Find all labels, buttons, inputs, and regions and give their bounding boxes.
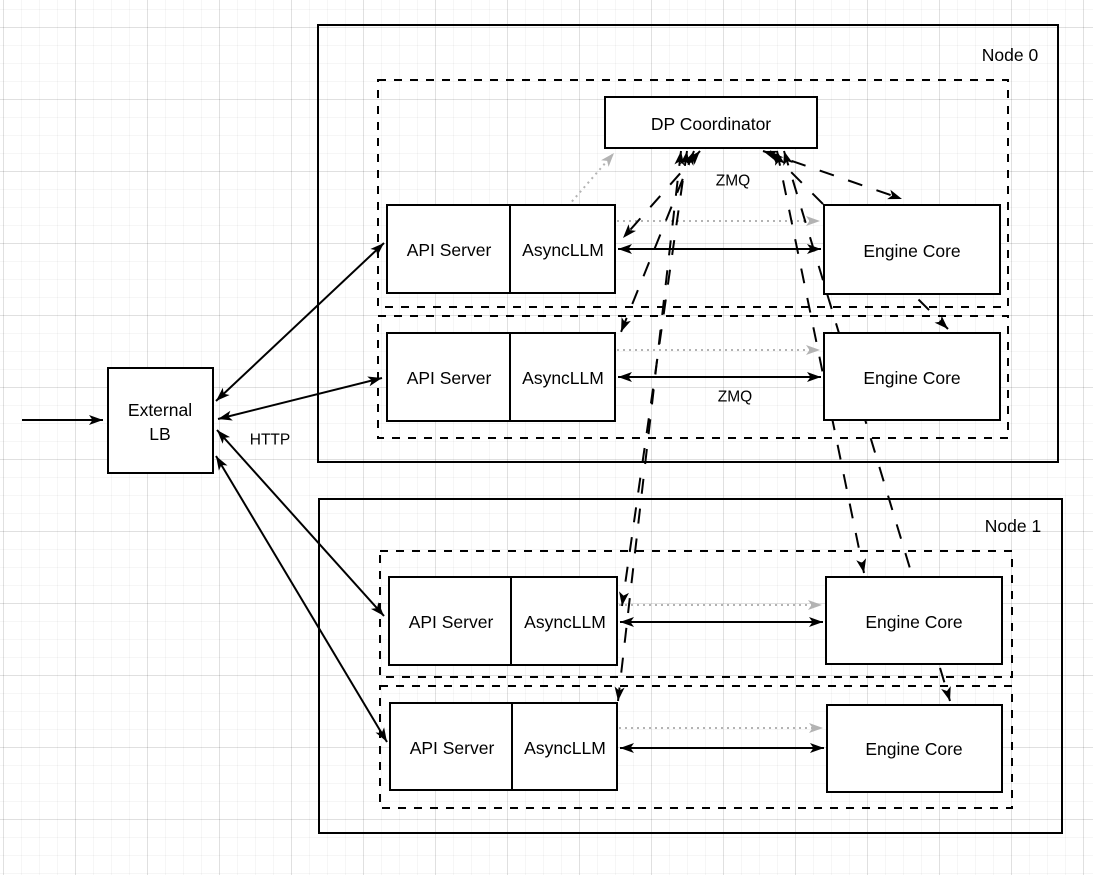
engine-core-box-n0r1	[823, 204, 1001, 295]
external-lb-box	[107, 367, 214, 474]
node0-title: Node 0	[982, 45, 1039, 65]
http-edge-label: HTTP	[250, 432, 290, 449]
asyncllm-label-n1r1: AsyncLLM	[524, 612, 606, 632]
zmq-coordinator-edge-label: ZMQ	[716, 173, 750, 190]
api-server-label-n0r2: API Server	[407, 368, 492, 388]
lb-api-edge-n0r2	[217, 376, 383, 421]
asyncllm-label-n0r2: AsyncLLM	[522, 368, 604, 388]
api-asyncllm-box-n0r1	[386, 204, 616, 294]
engine-core-label-n1r1: Engine Core	[865, 612, 962, 632]
external-lb-label-line1: External	[128, 400, 192, 420]
engine-core-box-n1r1	[825, 576, 1003, 665]
asyncllm-label-n1r2: AsyncLLM	[524, 738, 606, 758]
api-server-label-n0r1: API Server	[407, 240, 492, 260]
asyncllm-label-n0r1: AsyncLLM	[522, 240, 604, 260]
zmq-engine-edge-label: ZMQ	[718, 389, 752, 406]
asyncllm-coordinator-dotted-edge	[567, 152, 615, 207]
dp-coordinator-box	[604, 96, 818, 149]
api-asyncllm-box-n0r2	[386, 332, 616, 422]
coordinator-asyncllm-dashed-edge-n0r2	[620, 150, 695, 333]
api-server-label-n1r1: API Server	[409, 612, 494, 632]
api-asyncllm-box-n1r1	[388, 576, 618, 666]
node1-title: Node 1	[985, 516, 1041, 536]
api-server-label-n1r2: API Server	[410, 738, 495, 758]
engine-core-box-n1r2	[826, 704, 1003, 793]
dp-coordinator-label: DP Coordinator	[651, 114, 771, 134]
engine-core-label-n0r2: Engine Core	[863, 368, 960, 388]
lb-api-edge-n1r1	[216, 429, 385, 617]
coordinator-engine-dashed-edge-n0r1	[762, 150, 903, 200]
engine-core-box-n0r2	[823, 332, 1001, 421]
coordinator-engine-dashed-edge-n1r2	[783, 150, 951, 702]
external-lb-label-line2: LB	[149, 424, 170, 444]
coordinator-asyncllm-dashed-edge-n1r1	[619, 150, 690, 607]
node1-replica1-dashed-container	[379, 550, 1013, 678]
lb-api-edge-n1r2	[215, 455, 388, 743]
api-asyncllm-box-n1r2	[389, 702, 618, 791]
node1-replica2-dashed-container	[379, 685, 1013, 809]
lb-api-edge-n0r1	[215, 242, 385, 402]
coordinator-asyncllm-dashed-edge-n1r2	[614, 150, 685, 702]
engine-core-label-n0r1: Engine Core	[863, 241, 960, 261]
engine-core-label-n1r2: Engine Core	[865, 739, 962, 759]
